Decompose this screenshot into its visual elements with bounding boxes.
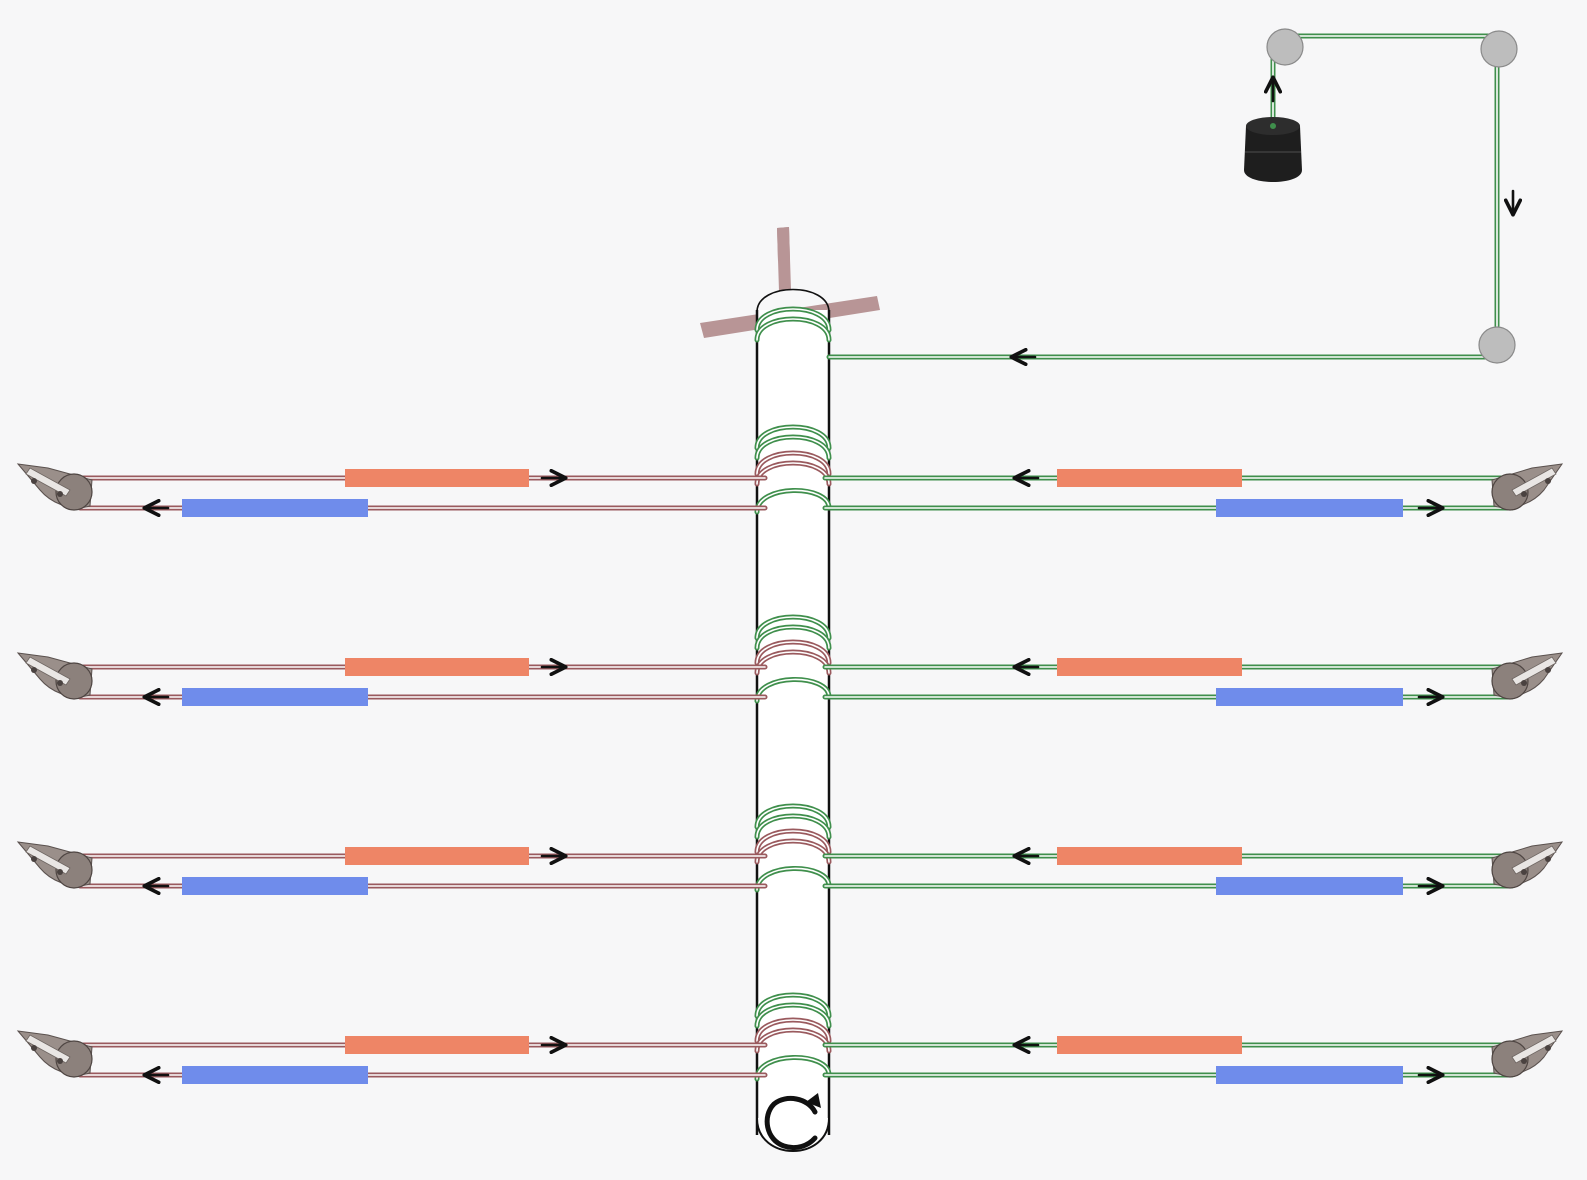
coil-green-c-1 (754, 488, 832, 515)
right-blue-bar-4 (1216, 1066, 1403, 1084)
left-blue-bar-2 (182, 688, 368, 706)
wall-pulley-icon-left-2 (16, 652, 93, 700)
wall-pulley-icon-right-2 (1491, 652, 1564, 700)
coil-green-a-1 (754, 424, 832, 451)
coil-green-c-4 (754, 1055, 832, 1082)
coil-green-c-3 (754, 866, 832, 893)
right-orange-bar-3 (1057, 847, 1242, 865)
right-blue-bar-3 (1216, 877, 1403, 895)
pulley-icon-1 (1266, 28, 1304, 66)
pulley-icon-3 (1478, 326, 1516, 364)
handle-stem (777, 227, 790, 261)
left-orange-bar-3 (345, 847, 529, 865)
right-orange-bar-2 (1057, 658, 1242, 676)
top-coil-2 (754, 316, 832, 343)
left-orange-bar-1 (345, 469, 529, 487)
right-blue-bar-2 (1216, 688, 1403, 706)
coil-green-b-2 (754, 624, 832, 651)
left-blue-bar-3 (182, 877, 368, 895)
right-orange-bar-1 (1057, 469, 1242, 487)
coil-pink-a-4 (754, 1017, 832, 1044)
wall-pulley-icon-right-3 (1491, 841, 1564, 889)
wall-pulley-icon-left-4 (16, 1030, 93, 1078)
coil-green-a-2 (754, 614, 832, 641)
right-orange-bar-4 (1057, 1036, 1242, 1054)
wall-pulley-icon-left-3 (16, 841, 93, 889)
pulley-icon-2 (1480, 30, 1518, 68)
rotation-arrow-icon (764, 1093, 821, 1151)
wall-pulley-icon-right-4 (1491, 1030, 1564, 1078)
shaft-top-cap (756, 288, 830, 313)
coil-green-b-3 (754, 813, 832, 840)
weight-icon (1244, 117, 1302, 182)
coil-pink-a-3 (754, 828, 832, 855)
coil-green-a-4 (754, 992, 832, 1019)
coil-green-a-3 (754, 803, 832, 830)
left-orange-bar-4 (345, 1036, 529, 1054)
coil-green-b-1 (754, 434, 832, 461)
coil-green-c-2 (754, 677, 832, 704)
top-coil-1 (754, 306, 832, 333)
left-orange-bar-2 (345, 658, 529, 676)
left-blue-bar-1 (182, 499, 368, 517)
wall-pulley-icon-right-1 (1491, 463, 1564, 511)
left-blue-bar-4 (182, 1066, 368, 1084)
coil-pink-a-1 (754, 450, 832, 477)
wall-pulley-icon-left-1 (16, 463, 93, 511)
coil-green-b-4 (754, 1002, 832, 1029)
right-blue-bar-1 (1216, 499, 1403, 517)
coil-pink-a-2 (754, 639, 832, 666)
